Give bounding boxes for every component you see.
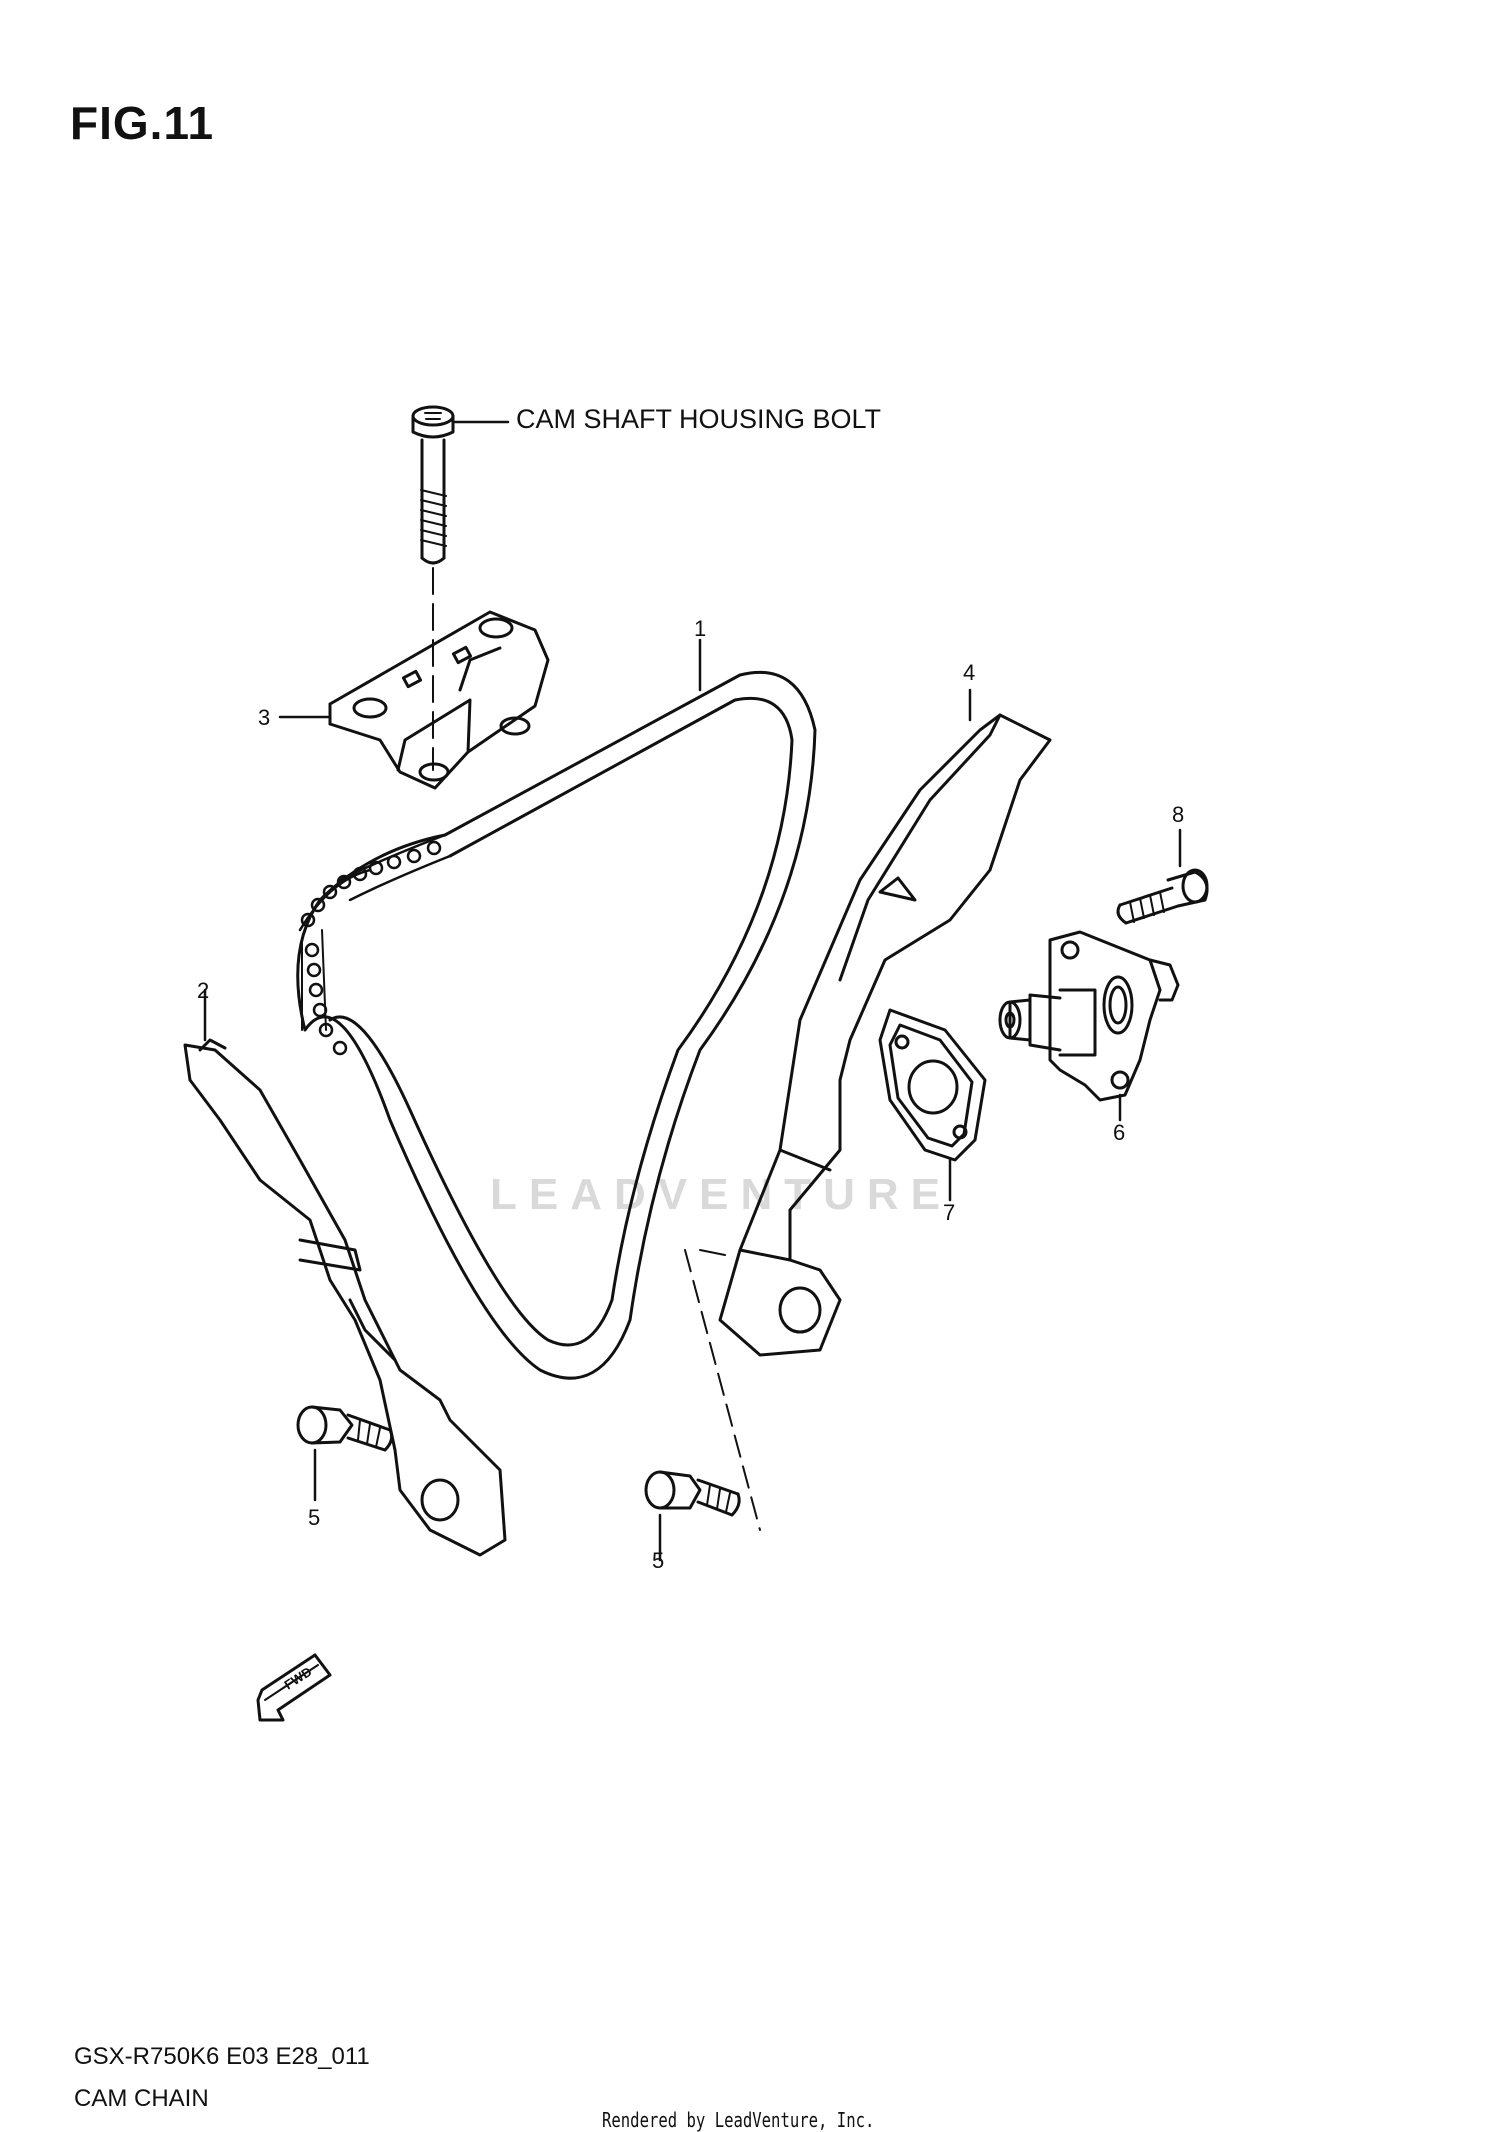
cam-shaft-housing-bolt[interactable] bbox=[411, 405, 455, 565]
callout-3: 3 bbox=[258, 705, 271, 730]
pivot-axis-cap bbox=[699, 1249, 726, 1256]
part-5-pivot-bolt-left[interactable] bbox=[296, 1405, 394, 1452]
part-6-chain-tensioner[interactable] bbox=[998, 930, 1180, 1102]
fwd-arrow-icon bbox=[256, 1653, 332, 1722]
callout-5-left: 5 bbox=[308, 1505, 321, 1530]
callout-8: 8 bbox=[1172, 802, 1185, 827]
pivot-axis-line bbox=[684, 1249, 761, 1531]
model-code: GSX-R750K6 E03 E28_011 bbox=[74, 2043, 370, 2070]
callout-2: 2 bbox=[197, 978, 210, 1003]
callout-5-right: 5 bbox=[652, 1548, 665, 1573]
cam-chain-links bbox=[298, 840, 442, 1056]
part-2-chain-guide[interactable] bbox=[183, 1038, 507, 1557]
callout-4: 4 bbox=[963, 660, 976, 685]
part-8-tensioner-bolt[interactable] bbox=[1116, 868, 1209, 925]
render-credit: Rendered by LeadVenture, Inc. bbox=[602, 2108, 875, 2132]
callout-7: 7 bbox=[943, 1200, 956, 1225]
callout-1: 1 bbox=[694, 616, 707, 641]
figure-caption: CAM CHAIN bbox=[74, 2085, 209, 2112]
part-7-gasket[interactable] bbox=[878, 1008, 987, 1162]
part-5-pivot-bolt-right[interactable] bbox=[644, 1470, 741, 1517]
figure-title: FIG.11 bbox=[70, 97, 215, 149]
part-1-cam-chain[interactable] bbox=[296, 670, 817, 1380]
callout-6: 6 bbox=[1113, 1120, 1126, 1145]
cam-shaft-housing-bolt-label: CAM SHAFT HOUSING BOLT bbox=[516, 404, 882, 434]
part-4-tensioner-arm[interactable] bbox=[718, 713, 1052, 1357]
part-3-guide-plate[interactable] bbox=[328, 610, 550, 790]
watermark-text: LEADVENTURE bbox=[490, 1170, 953, 1219]
